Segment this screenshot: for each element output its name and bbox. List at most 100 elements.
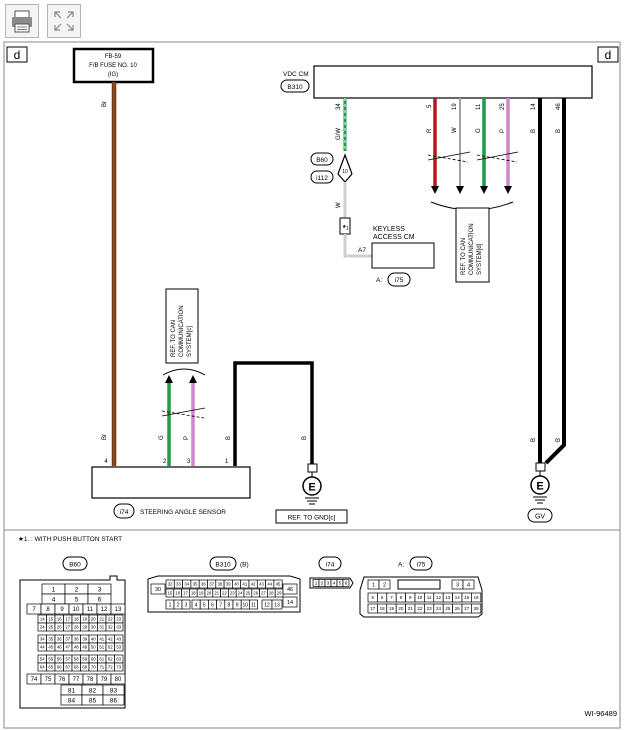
pin-number: 17	[370, 606, 376, 611]
pin-number: 16	[474, 595, 480, 600]
pin-number: 10	[243, 602, 249, 608]
diagram-frame	[3, 41, 621, 729]
vdc-pin-19: 19	[452, 103, 458, 110]
pin-number: 5	[203, 602, 206, 608]
pin-number: 31	[99, 625, 104, 630]
ground-gv-label: GV	[535, 514, 545, 521]
pin-number: 45	[48, 645, 53, 650]
pin-number: 17	[183, 591, 188, 596]
pin-number: 82	[89, 687, 97, 694]
pin-number: 42	[251, 582, 256, 587]
pin-number: 19	[389, 606, 395, 611]
ground-ref-symbol: E	[302, 476, 322, 505]
pin-number: 30	[91, 625, 96, 630]
pin-number: 53	[116, 645, 121, 650]
pin-number: 39	[226, 582, 231, 587]
pin-number: 64	[40, 665, 45, 670]
twist-mark-1b	[427, 154, 469, 163]
twist-mark-left-b	[161, 410, 205, 419]
wire-label-b-2: B	[556, 129, 562, 133]
keyless-pin: A7	[358, 247, 366, 254]
can-ref-left[interactable]: REF. TO CAN COMMUNICATION SYSTEM[c]	[165, 288, 199, 364]
pin-number: 24	[40, 625, 45, 630]
vdc-pin-46: 46	[556, 103, 562, 110]
pin-number: 18	[380, 606, 386, 611]
pin-number: 20	[207, 591, 212, 596]
pin-number: 16	[175, 591, 180, 596]
pin-number: 32	[108, 625, 113, 630]
print-button[interactable]	[5, 4, 39, 38]
arrow-g	[480, 186, 488, 194]
pin-number: 35	[193, 582, 198, 587]
wire-label-r: R	[427, 128, 433, 133]
pin-cell	[181, 599, 191, 610]
pin-number: 17	[65, 617, 70, 622]
pin-number: 50	[91, 645, 96, 650]
pin-number: 13	[115, 607, 122, 613]
pin-number: 10	[73, 607, 80, 613]
sensor-pin-2: 2	[163, 459, 167, 465]
pin-number: 59	[82, 657, 87, 662]
pin-number: 83	[110, 687, 118, 694]
pin-number: 15	[48, 617, 53, 622]
pin-number: 41	[99, 637, 104, 642]
wire-label-left-g: G	[159, 435, 165, 440]
pin-number: 4	[52, 596, 56, 603]
fullscreen-button[interactable]	[47, 4, 81, 38]
pin-number: 26	[455, 606, 461, 611]
pin-number: 25	[445, 606, 451, 611]
arrow-left-g	[165, 375, 173, 383]
vdc-module: VDC CM B310	[280, 65, 593, 99]
gv-terminal	[535, 462, 546, 472]
can-ref-right-l3: SYSTEM[d]	[477, 243, 483, 275]
pin-cell	[282, 583, 298, 595]
pin-number: 68	[74, 665, 79, 670]
page-marker-right: d	[597, 46, 619, 63]
pin-number: 73	[116, 665, 121, 670]
keyless-module: KEYLESS ACCESS CM A: i75	[371, 226, 435, 287]
can-brace-left	[162, 368, 206, 376]
pin-cell	[150, 583, 166, 595]
wire-left-b	[233, 361, 314, 466]
pin-number: 54	[40, 657, 45, 662]
pin-number: 5	[339, 581, 342, 586]
ground-ref-link[interactable]: REF. TO GND[c]	[275, 509, 348, 524]
pin-number: 14	[455, 595, 461, 600]
pin-number: 11	[427, 595, 432, 600]
pin-number: 81	[68, 687, 76, 694]
pin-number: 9	[60, 607, 64, 613]
pin-number: 7	[32, 607, 36, 613]
pin-number: 21	[99, 617, 104, 622]
pin-cell	[114, 622, 124, 632]
vdc-pins: 34 5 19 11 25 14 46 G/W R W G P B B	[336, 103, 562, 140]
pin-number: 60	[91, 657, 96, 662]
pin-number: 22	[417, 606, 423, 611]
wire-label-left-p: P	[184, 436, 190, 440]
can-ref-right[interactable]: REF. TO CAN COMMUNICATION SYSTEM[d]	[455, 207, 490, 283]
pin-number: 84	[68, 697, 76, 704]
pin-number: 66	[57, 665, 62, 670]
pin-number: 48	[74, 645, 79, 650]
pin-number: 44	[40, 645, 45, 650]
pin-number: 34	[40, 637, 45, 642]
can-ref-right-l2: COMMUNICATION	[469, 223, 475, 275]
pin-number: 76	[59, 677, 66, 683]
pin-number: 65	[48, 665, 53, 670]
pin-number: 75	[45, 677, 52, 683]
wire-label-w-keyless: W	[336, 202, 342, 208]
pin-number: 70	[91, 665, 96, 670]
pin-number: 4	[467, 582, 470, 588]
pin-number: 4	[195, 602, 198, 608]
keyless-label-2: ACCESS CM	[373, 234, 415, 241]
pin-number: 4	[333, 581, 336, 586]
pin-number: 74	[31, 677, 38, 683]
wire-label-br-bottom: Br	[102, 434, 108, 440]
pin-cell	[271, 599, 283, 610]
pin-number: 25	[48, 625, 53, 630]
pin-cell	[249, 599, 258, 610]
pin-number: 57	[65, 657, 70, 662]
pin-number: 1	[169, 602, 172, 608]
pin-number: 23	[427, 606, 433, 611]
wire-b-46	[544, 98, 566, 465]
